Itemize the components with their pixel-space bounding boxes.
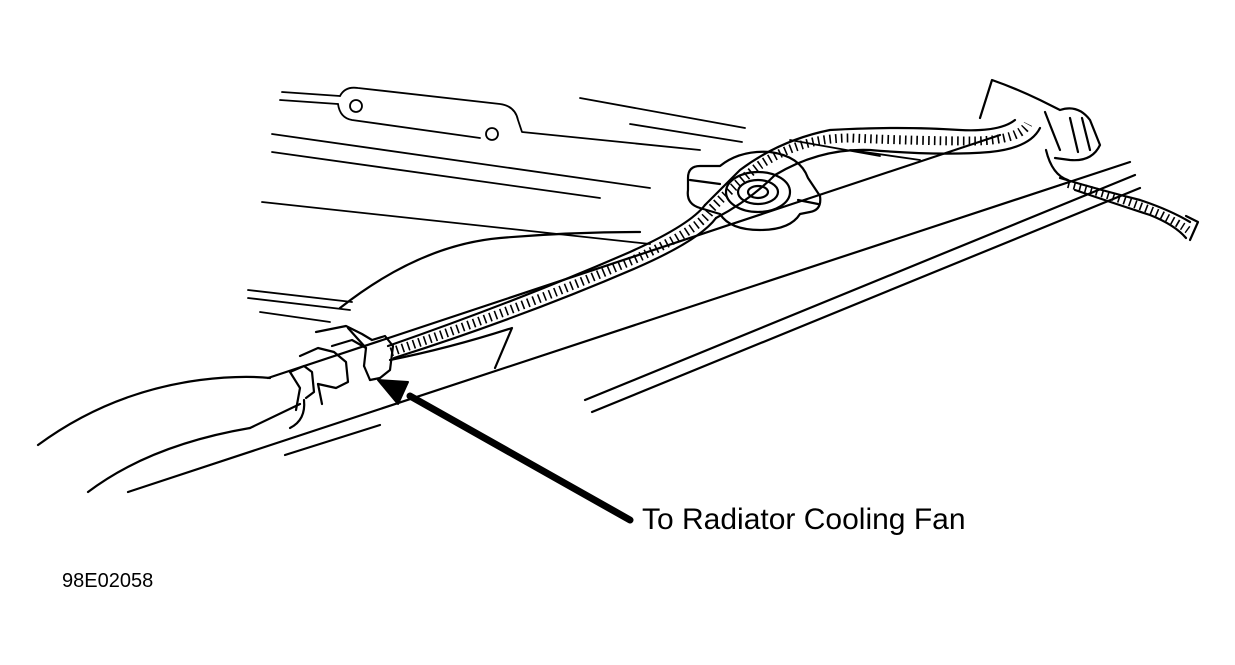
lower-rail bbox=[583, 173, 1142, 414]
wire-harness-conduit bbox=[386, 118, 1042, 360]
upper-right-connector bbox=[978, 78, 1200, 242]
callout-label: To Radiator Cooling Fan bbox=[642, 503, 966, 536]
radiator-cap bbox=[686, 150, 822, 232]
shroud-panel-lines bbox=[247, 86, 921, 323]
figure-id: 98E02058 bbox=[62, 570, 154, 592]
fan-harness-connector bbox=[288, 324, 395, 430]
tank-lower-edge bbox=[388, 326, 514, 370]
radiator-tank-curve bbox=[338, 230, 642, 310]
radiator-support-bar bbox=[36, 133, 1132, 494]
callout-arrow bbox=[377, 379, 634, 524]
